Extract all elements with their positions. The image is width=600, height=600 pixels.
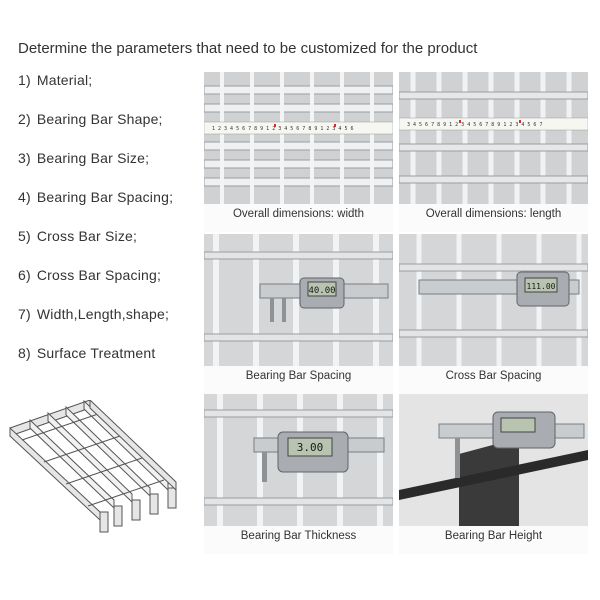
parameter-item: 5) Cross Bar Size; <box>18 228 137 244</box>
parameter-number: 5) <box>18 228 31 244</box>
grating-length-photo: 3 4 5 6 7 8 9 1 2 3 4 5 6 7 8 9 1 2 3 4 … <box>399 72 588 204</box>
parameter-label: Surface Treatment <box>36 345 156 361</box>
bearing-spacing-photo: 40.00 <box>204 234 393 366</box>
parameter-item: 4) Bearing Bar Spacing; <box>18 189 173 205</box>
parameter-number: 2) <box>18 111 31 127</box>
grating-width-photo: 1 2 3 4 5 6 7 8 9 1 2 3 4 5 6 7 8 9 1 2 … <box>204 72 393 204</box>
grating-illustration <box>8 398 190 540</box>
photo-caption: Cross Bar Spacing <box>445 370 542 382</box>
caliper-readout: 40.00 <box>308 286 335 296</box>
bearing-thickness-photo: 3.00 <box>204 394 393 526</box>
photo-caption: Overall dimensions: length <box>425 208 562 220</box>
photo-panel-width: 1 2 3 4 5 6 7 8 9 1 2 3 4 5 6 7 8 9 1 2 … <box>204 72 393 232</box>
parameter-item: 3) Bearing Bar Size; <box>18 150 149 166</box>
bearing-height-photo <box>399 394 588 526</box>
parameter-label: Cross Bar Size; <box>36 228 138 244</box>
parameter-number: 4) <box>18 189 31 205</box>
parameter-number: 8) <box>18 345 31 361</box>
parameter-number: 6) <box>18 267 31 283</box>
parameter-item: 2) Bearing Bar Shape; <box>18 111 163 127</box>
parameter-number: 1) <box>18 72 31 88</box>
photo-panel-bearing-thickness: 3.00 Bearing Bar Thickness <box>204 394 393 554</box>
parameter-label: Bearing Bar Spacing; <box>36 189 174 205</box>
cross-spacing-photo: 111.00 <box>399 234 588 366</box>
parameter-item: 1) Material; <box>18 72 92 88</box>
photo-panel-cross-spacing: 111.00 Cross Bar Spacing <box>399 234 588 394</box>
parameter-label: Bearing Bar Size; <box>36 150 150 166</box>
photo-caption: Bearing Bar Thickness <box>240 530 357 542</box>
caliper-readout: 3.00 <box>297 441 324 454</box>
page-title: Determine the parameters that need to be… <box>18 40 478 57</box>
parameter-item: 6) Cross Bar Spacing; <box>18 267 161 283</box>
parameter-label: Material; <box>36 72 93 88</box>
parameter-item: 7) Width,Length,shape; <box>18 306 169 322</box>
photo-caption: Bearing Bar Height <box>444 530 543 542</box>
parameter-label: Bearing Bar Shape; <box>36 111 163 127</box>
photo-panel-bearing-height: Bearing Bar Height <box>399 394 588 554</box>
parameter-number: 7) <box>18 306 31 322</box>
photo-panel-bearing-spacing: 40.00 Bearing Bar Spacing <box>204 234 393 394</box>
parameter-item: 8) Surface Treatment <box>18 345 155 361</box>
photo-caption: Overall dimensions: width <box>232 208 365 220</box>
parameter-number: 3) <box>18 150 31 166</box>
svg-text:1 2 3 4 5 6 7 8 9 1 2 3 4 5 6: 1 2 3 4 5 6 7 8 9 1 2 3 4 5 6 7 8 9 1 2 … <box>212 126 353 132</box>
parameter-label: Width,Length,shape; <box>36 306 170 322</box>
svg-text:3 4 5 6 7 8 9 1 2 3 4 5 6 7 8: 3 4 5 6 7 8 9 1 2 3 4 5 6 7 8 9 1 2 3 4 … <box>407 122 542 128</box>
photo-panel-length: 3 4 5 6 7 8 9 1 2 3 4 5 6 7 8 9 1 2 3 4 … <box>399 72 588 232</box>
parameter-label: Cross Bar Spacing; <box>36 267 162 283</box>
caliper-readout: 111.00 <box>527 282 556 291</box>
photo-caption: Bearing Bar Spacing <box>245 370 352 382</box>
